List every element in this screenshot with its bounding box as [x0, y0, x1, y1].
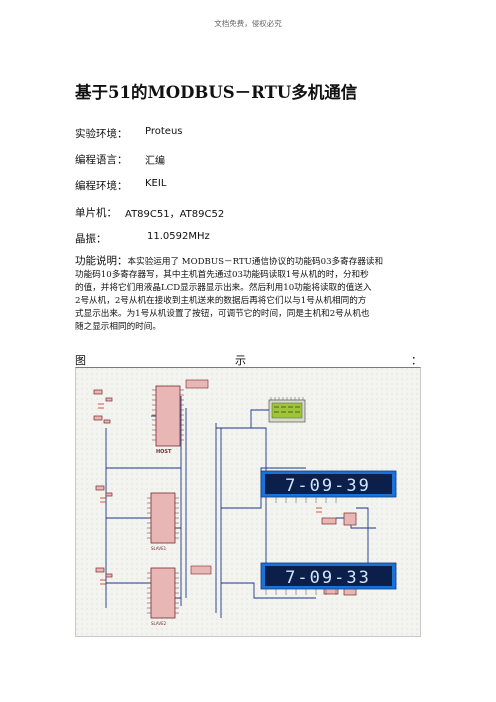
chip-slave2: SLAVE2 [147, 565, 212, 626]
figure-caption: 图 示 ： [75, 352, 422, 368]
red-components [98, 403, 322, 585]
spec-row-mcu: 单片机： AT89C51，AT89C52 [75, 205, 224, 220]
spec-value: 11.0592MHz [147, 231, 210, 242]
description-line: 的值，并将它们用液晶LCD显示器显示出来。然后利用10功能将读取的值送入 [75, 283, 372, 293]
caption-char: ： [411, 354, 422, 367]
chip-host: HOST [152, 379, 209, 455]
header-note: 文档免费，侵权必究 [214, 19, 282, 28]
description-line: 随之显示相同的时间。 [75, 322, 161, 332]
description-line: 功能说明：本实验运用了 MODBUS－RTU通信协议的功能码03多寄存器读和 [75, 255, 384, 267]
seven-segment-display-1: 7-09-39 [260, 470, 397, 503]
description-line: 2号从机，2号从机在接收到主机送来的数据后再将它们以与1号从机相同的方 [75, 296, 367, 306]
caption-char: 图 [75, 354, 86, 367]
spec-row-environment: 实验环境： Proteus [75, 126, 183, 141]
chip-label-host: HOST [156, 449, 172, 455]
lcd-display [268, 397, 306, 423]
description-line: 功能码10多寄存器写，其中主机首先通过03功能码读取1号从机的时，分和秒 [75, 270, 369, 280]
spec-label: 晶振： [75, 233, 107, 245]
spec-label: 单片机： [75, 207, 117, 219]
spec-label: 实验环境： [75, 128, 128, 140]
spec-row-ide: 编程环境： KEIL [75, 178, 166, 193]
schematic-figure: HOST SLAVE1 SLAVE2 [75, 367, 421, 637]
spec-row-crystal: 晶振： 11.0592MHz [75, 231, 210, 246]
display-1-time: 7-09-39 [285, 476, 371, 496]
description-line: 式显示出来。为1号从机设置了按钮，可调节它的时间，同是主机和2号从机也 [75, 309, 370, 319]
description: 功能说明：本实验运用了 MODBUS－RTU通信协议的功能码03多寄存器读和 功… [75, 255, 421, 334]
page-title: 基于51的MODBUS－RTU多机通信 [75, 83, 358, 102]
schematic-diagram: HOST SLAVE1 SLAVE2 [76, 368, 420, 636]
display-2-time: 7-09-33 [285, 568, 371, 588]
chip-label-slave2: SLAVE2 [151, 621, 167, 626]
spec-value: KEIL [145, 178, 167, 189]
grid-background [76, 368, 420, 636]
seven-segment-display-2: 7-09-33 [260, 562, 397, 595]
description-label: 功能说明： [75, 255, 128, 267]
chip-slave1: SLAVE1 [147, 492, 179, 551]
spec-label: 编程环境： [75, 180, 128, 192]
spec-label: 编程语言： [75, 154, 128, 166]
caption-char: 示 [235, 354, 246, 367]
spec-value: Proteus [145, 126, 183, 137]
chip-label-slave1: SLAVE1 [151, 546, 167, 551]
spec-value: AT89C51，AT89C52 [125, 209, 225, 220]
spec-value: 汇编 [145, 156, 165, 167]
spec-row-language: 编程语言： 汇编 [75, 152, 165, 167]
